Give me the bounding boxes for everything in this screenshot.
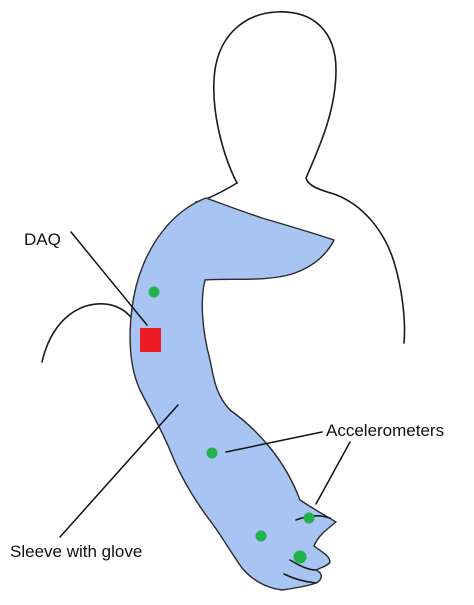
- accelerometer-hand: [294, 551, 307, 564]
- daq-label: DAQ: [24, 230, 61, 249]
- sleeve-label: Sleeve with glove: [10, 542, 142, 561]
- accelerometer-wrist: [256, 531, 267, 542]
- sleeve-with-glove: [130, 198, 336, 590]
- daq-cable: [42, 304, 140, 362]
- accelerometer-forearm: [207, 448, 218, 459]
- accelerometers-label: Accelerometers: [326, 421, 444, 440]
- accelerometers-leader-line-thumb: [316, 442, 350, 504]
- daq-module: [140, 328, 161, 352]
- accelerometer-thumb: [304, 513, 315, 524]
- body-outline: [214, 12, 405, 343]
- accelerometer-upper-arm: [149, 287, 160, 298]
- daq-leader-line: [71, 232, 147, 325]
- sleeve-leader-line: [60, 405, 178, 537]
